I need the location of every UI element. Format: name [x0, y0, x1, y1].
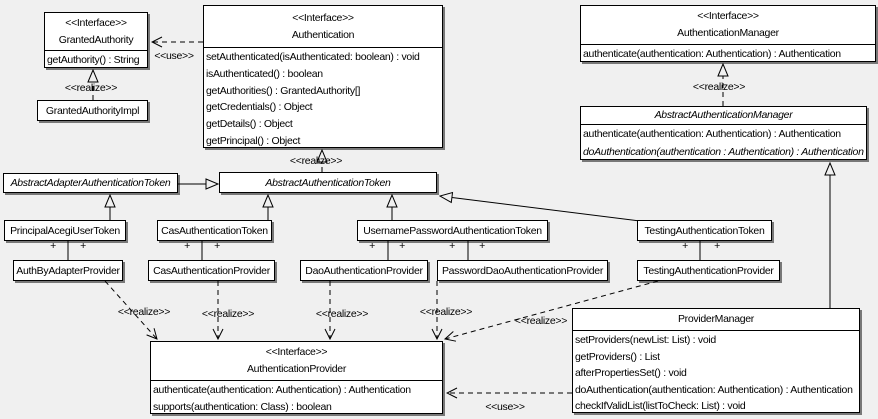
- method-text: isAuthenticated() : boolean: [206, 67, 323, 80]
- plus-adornment: +: [80, 240, 86, 252]
- class-dao-authentication-provider[interactable]: DaoAuthenticationProvider: [300, 260, 428, 281]
- class-name: Authentication: [291, 28, 355, 41]
- use-label: <<use>>: [154, 50, 194, 62]
- class-name: AuthenticationProvider: [246, 363, 347, 375]
- method-text: getAuthorities() : GrantedAuthority[]: [206, 84, 361, 97]
- class-authentication-provider[interactable]: <<Interface>> AuthenticationProvider aut…: [150, 341, 443, 414]
- realize-label: <<realize>>: [64, 82, 118, 94]
- class-cas-authentication-provider[interactable]: CasAuthenticationProvider: [148, 260, 275, 281]
- method-text: setAuthenticated(isAuthenticated: boolea…: [206, 51, 420, 63]
- class-name: AbstractAdapterAuthenticationToken: [10, 177, 171, 189]
- stereotype-label: <<Interface>>: [292, 11, 354, 24]
- class-header: <<Interface>> Authentication: [204, 6, 442, 47]
- plus-adornment: +: [214, 240, 220, 252]
- class-header: <<Interface>> AuthenticationProvider: [151, 342, 442, 380]
- realize-label: <<realize>>: [289, 155, 343, 167]
- class-name: TestingAuthenticationProvider: [643, 264, 774, 277]
- class-name: AuthByAdapterProvider: [16, 264, 120, 277]
- class-abstract-authentication-manager[interactable]: AbstractAuthenticationManager authentica…: [580, 106, 867, 160]
- class-password-dao-authentication-provider[interactable]: PasswordDaoAuthenticationProvider: [437, 260, 608, 281]
- class-name: AbstractAuthenticationToken: [265, 176, 391, 189]
- class-granted-authority-impl[interactable]: GrantedAuthorityImpl: [37, 100, 148, 121]
- methods-compartment: setProviders(newList: List) : void getPro…: [573, 330, 859, 413]
- plus-adornment: +: [369, 240, 375, 252]
- method-text: afterPropertiesSet() : void: [575, 367, 687, 380]
- class-testing-authentication-token[interactable]: TestingAuthenticationToken: [637, 220, 772, 241]
- method-text: authenticate(authentication: Authenticat…: [583, 128, 841, 140]
- class-name: TestingAuthenticationToken: [644, 224, 765, 237]
- method-text: authenticate(authentication: Authenticat…: [153, 384, 411, 396]
- class-cas-authentication-token[interactable]: CasAuthenticationToken: [157, 220, 272, 241]
- method-text: getDetails() : Object: [206, 118, 293, 131]
- class-provider-manager[interactable]: ProviderManager setProviders(newList: Li…: [572, 308, 860, 413]
- plus-adornment: +: [449, 240, 455, 252]
- method-text: authenticate(authentication: Authenticat…: [583, 48, 841, 60]
- class-abstract-adapter-authentication-token[interactable]: AbstractAdapterAuthenticationToken: [3, 173, 178, 193]
- plus-adornment: +: [399, 240, 405, 252]
- class-header: AbstractAuthenticationManager: [581, 107, 866, 124]
- class-principal-acegi-user-token[interactable]: PrincipalAcegiUserToken: [4, 220, 126, 241]
- class-authentication-manager[interactable]: <<Interface>> AuthenticationManager auth…: [580, 5, 876, 62]
- stereotype-label: <<Interface>>: [65, 16, 127, 29]
- method-text: doAuthentication(authentication: Authent…: [575, 383, 853, 396]
- class-granted-authority[interactable]: <<Interface>> GrantedAuthority getAuthor…: [44, 12, 148, 68]
- class-name: PrincipalAcegiUserToken: [10, 224, 120, 237]
- methods-compartment: authenticate(authentication: Authenticat…: [151, 380, 442, 413]
- class-name: PasswordDaoAuthenticationProvider: [441, 264, 604, 277]
- class-authentication[interactable]: <<Interface>> Authentication setAuthenti…: [203, 5, 443, 148]
- plus-adornment: +: [479, 240, 485, 252]
- realize-label: <<realize>>: [315, 308, 369, 320]
- class-auth-by-adapter-provider[interactable]: AuthByAdapterProvider: [13, 260, 123, 281]
- class-testing-authentication-provider[interactable]: TestingAuthenticationProvider: [637, 260, 780, 281]
- methods-compartment: getAuthority() : String: [45, 50, 147, 67]
- class-name: UsernamePasswordAuthenticationToken: [363, 224, 542, 237]
- class-name: CasAuthenticationToken: [161, 224, 268, 237]
- class-name: AuthenticationManager: [677, 27, 779, 39]
- stereotype-label: <<Interface>>: [265, 346, 328, 358]
- class-name: CasAuthenticationProvider: [153, 264, 270, 277]
- realize-label: <<realize>>: [117, 306, 171, 318]
- method-text: getCredentials() : Object: [206, 101, 313, 114]
- method-text: getAuthority() : String: [47, 54, 140, 66]
- class-header: ProviderManager: [573, 309, 859, 330]
- method-text: supports(authentication: Class) : boolea…: [153, 400, 332, 413]
- class-name: GrantedAuthority: [58, 33, 134, 46]
- method-text: checkIfValidList(listToCheck: List) : vo…: [575, 400, 746, 413]
- method-text: getPrincipal() : Object: [206, 134, 301, 147]
- stereotype-label: <<Interface>>: [697, 10, 759, 22]
- method-text: doAuthentication(authentication : Authen…: [583, 145, 864, 158]
- edge-gen-testingtoken-abstracttoken: [440, 196, 641, 222]
- class-name: ProviderManager: [677, 313, 755, 325]
- realize-label: <<realize>>: [514, 315, 568, 327]
- plus-adornment: +: [714, 240, 720, 252]
- class-header: <<Interface>> GrantedAuthority: [45, 13, 147, 50]
- method-text: setProviders(newList: List) : void: [575, 334, 716, 346]
- use-label: <<use>>: [485, 401, 525, 413]
- methods-compartment: authenticate(authentication: Authenticat…: [581, 44, 875, 61]
- methods-compartment: setAuthenticated(isAuthenticated: boolea…: [204, 47, 442, 147]
- methods-compartment: authenticate(authentication: Authenticat…: [581, 124, 866, 159]
- realize-label: <<realize>>: [419, 306, 473, 318]
- class-username-password-authentication-token[interactable]: UsernamePasswordAuthenticationToken: [357, 220, 548, 241]
- class-name: AbstractAuthenticationManager: [654, 109, 793, 121]
- plus-adornment: +: [50, 240, 56, 252]
- class-header: <<Interface>> AuthenticationManager: [581, 6, 875, 44]
- realize-label: <<realize>>: [201, 308, 255, 320]
- plus-adornment: +: [682, 240, 688, 252]
- plus-adornment: +: [184, 240, 190, 252]
- class-abstract-authentication-token[interactable]: AbstractAuthenticationToken: [219, 172, 437, 193]
- class-name: DaoAuthenticationProvider: [305, 264, 423, 277]
- realize-label: <<realize>>: [692, 81, 746, 93]
- method-text: getProviders() : List: [575, 350, 660, 363]
- class-name: GrantedAuthorityImpl: [45, 104, 140, 117]
